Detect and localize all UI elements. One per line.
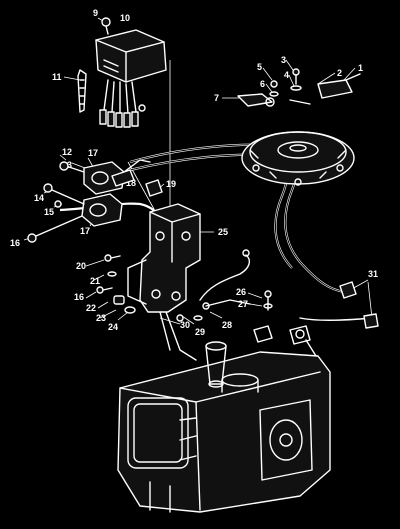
washer-27 <box>263 303 273 309</box>
callout-1: 1 <box>358 63 363 73</box>
callout-5: 5 <box>257 62 262 72</box>
callout-2: 2 <box>337 68 342 78</box>
ground-lead-28 <box>202 299 251 310</box>
cable-tie <box>77 69 87 113</box>
connector-31 <box>339 281 379 329</box>
callout-17: 17 <box>88 148 98 158</box>
bolt-22 <box>96 286 113 294</box>
crankshaft-hub <box>205 341 227 388</box>
callout-11: 11 <box>52 72 62 82</box>
ignition-coil-lower <box>27 183 123 243</box>
bolt-20 <box>104 254 121 262</box>
stator-plate <box>241 131 355 186</box>
ignition-coil-upper <box>59 159 151 195</box>
collar-24 <box>124 306 136 314</box>
callout-9: 9 <box>93 8 98 18</box>
link-rod <box>159 311 273 361</box>
callout-12: 12 <box>62 147 72 157</box>
callout-19: 19 <box>166 179 176 189</box>
callout-18: 18 <box>126 178 136 188</box>
washer-29 <box>193 315 203 321</box>
callout-4: 4 <box>284 70 289 80</box>
callout-23: 23 <box>96 313 106 323</box>
engine-block <box>117 325 331 513</box>
callout-29: 29 <box>195 327 205 337</box>
washer-21 <box>107 271 117 277</box>
callout-25: 25 <box>218 227 228 237</box>
callout-20: 20 <box>76 261 86 271</box>
callout-24: 24 <box>108 322 118 332</box>
cdi-module <box>95 29 167 128</box>
callout-15: 15 <box>44 207 54 217</box>
callout-28: 28 <box>222 320 232 330</box>
grommet-23 <box>113 295 125 305</box>
callout-6: 6 <box>260 79 265 89</box>
pulser-coil <box>237 68 361 107</box>
callout-16-lower: 16 <box>74 292 84 302</box>
callout-31: 31 <box>368 269 378 279</box>
screw-9 <box>101 17 111 35</box>
callout-14: 14 <box>34 193 44 203</box>
callout-21: 21 <box>90 276 100 286</box>
callout-10: 10 <box>120 13 130 23</box>
connector-18 <box>111 169 135 187</box>
callout-17-lower: 17 <box>80 226 90 236</box>
callout-16-upper: 16 <box>10 238 20 248</box>
callout-26: 26 <box>236 287 246 297</box>
callout-7: 7 <box>214 93 219 103</box>
plug-19 <box>145 179 163 197</box>
mounting-bracket <box>127 203 201 313</box>
callout-22: 22 <box>86 303 96 313</box>
callout-27: 27 <box>238 299 248 309</box>
callout-30: 30 <box>180 320 190 330</box>
callout-3: 3 <box>281 55 286 65</box>
screw-30 <box>176 314 184 322</box>
